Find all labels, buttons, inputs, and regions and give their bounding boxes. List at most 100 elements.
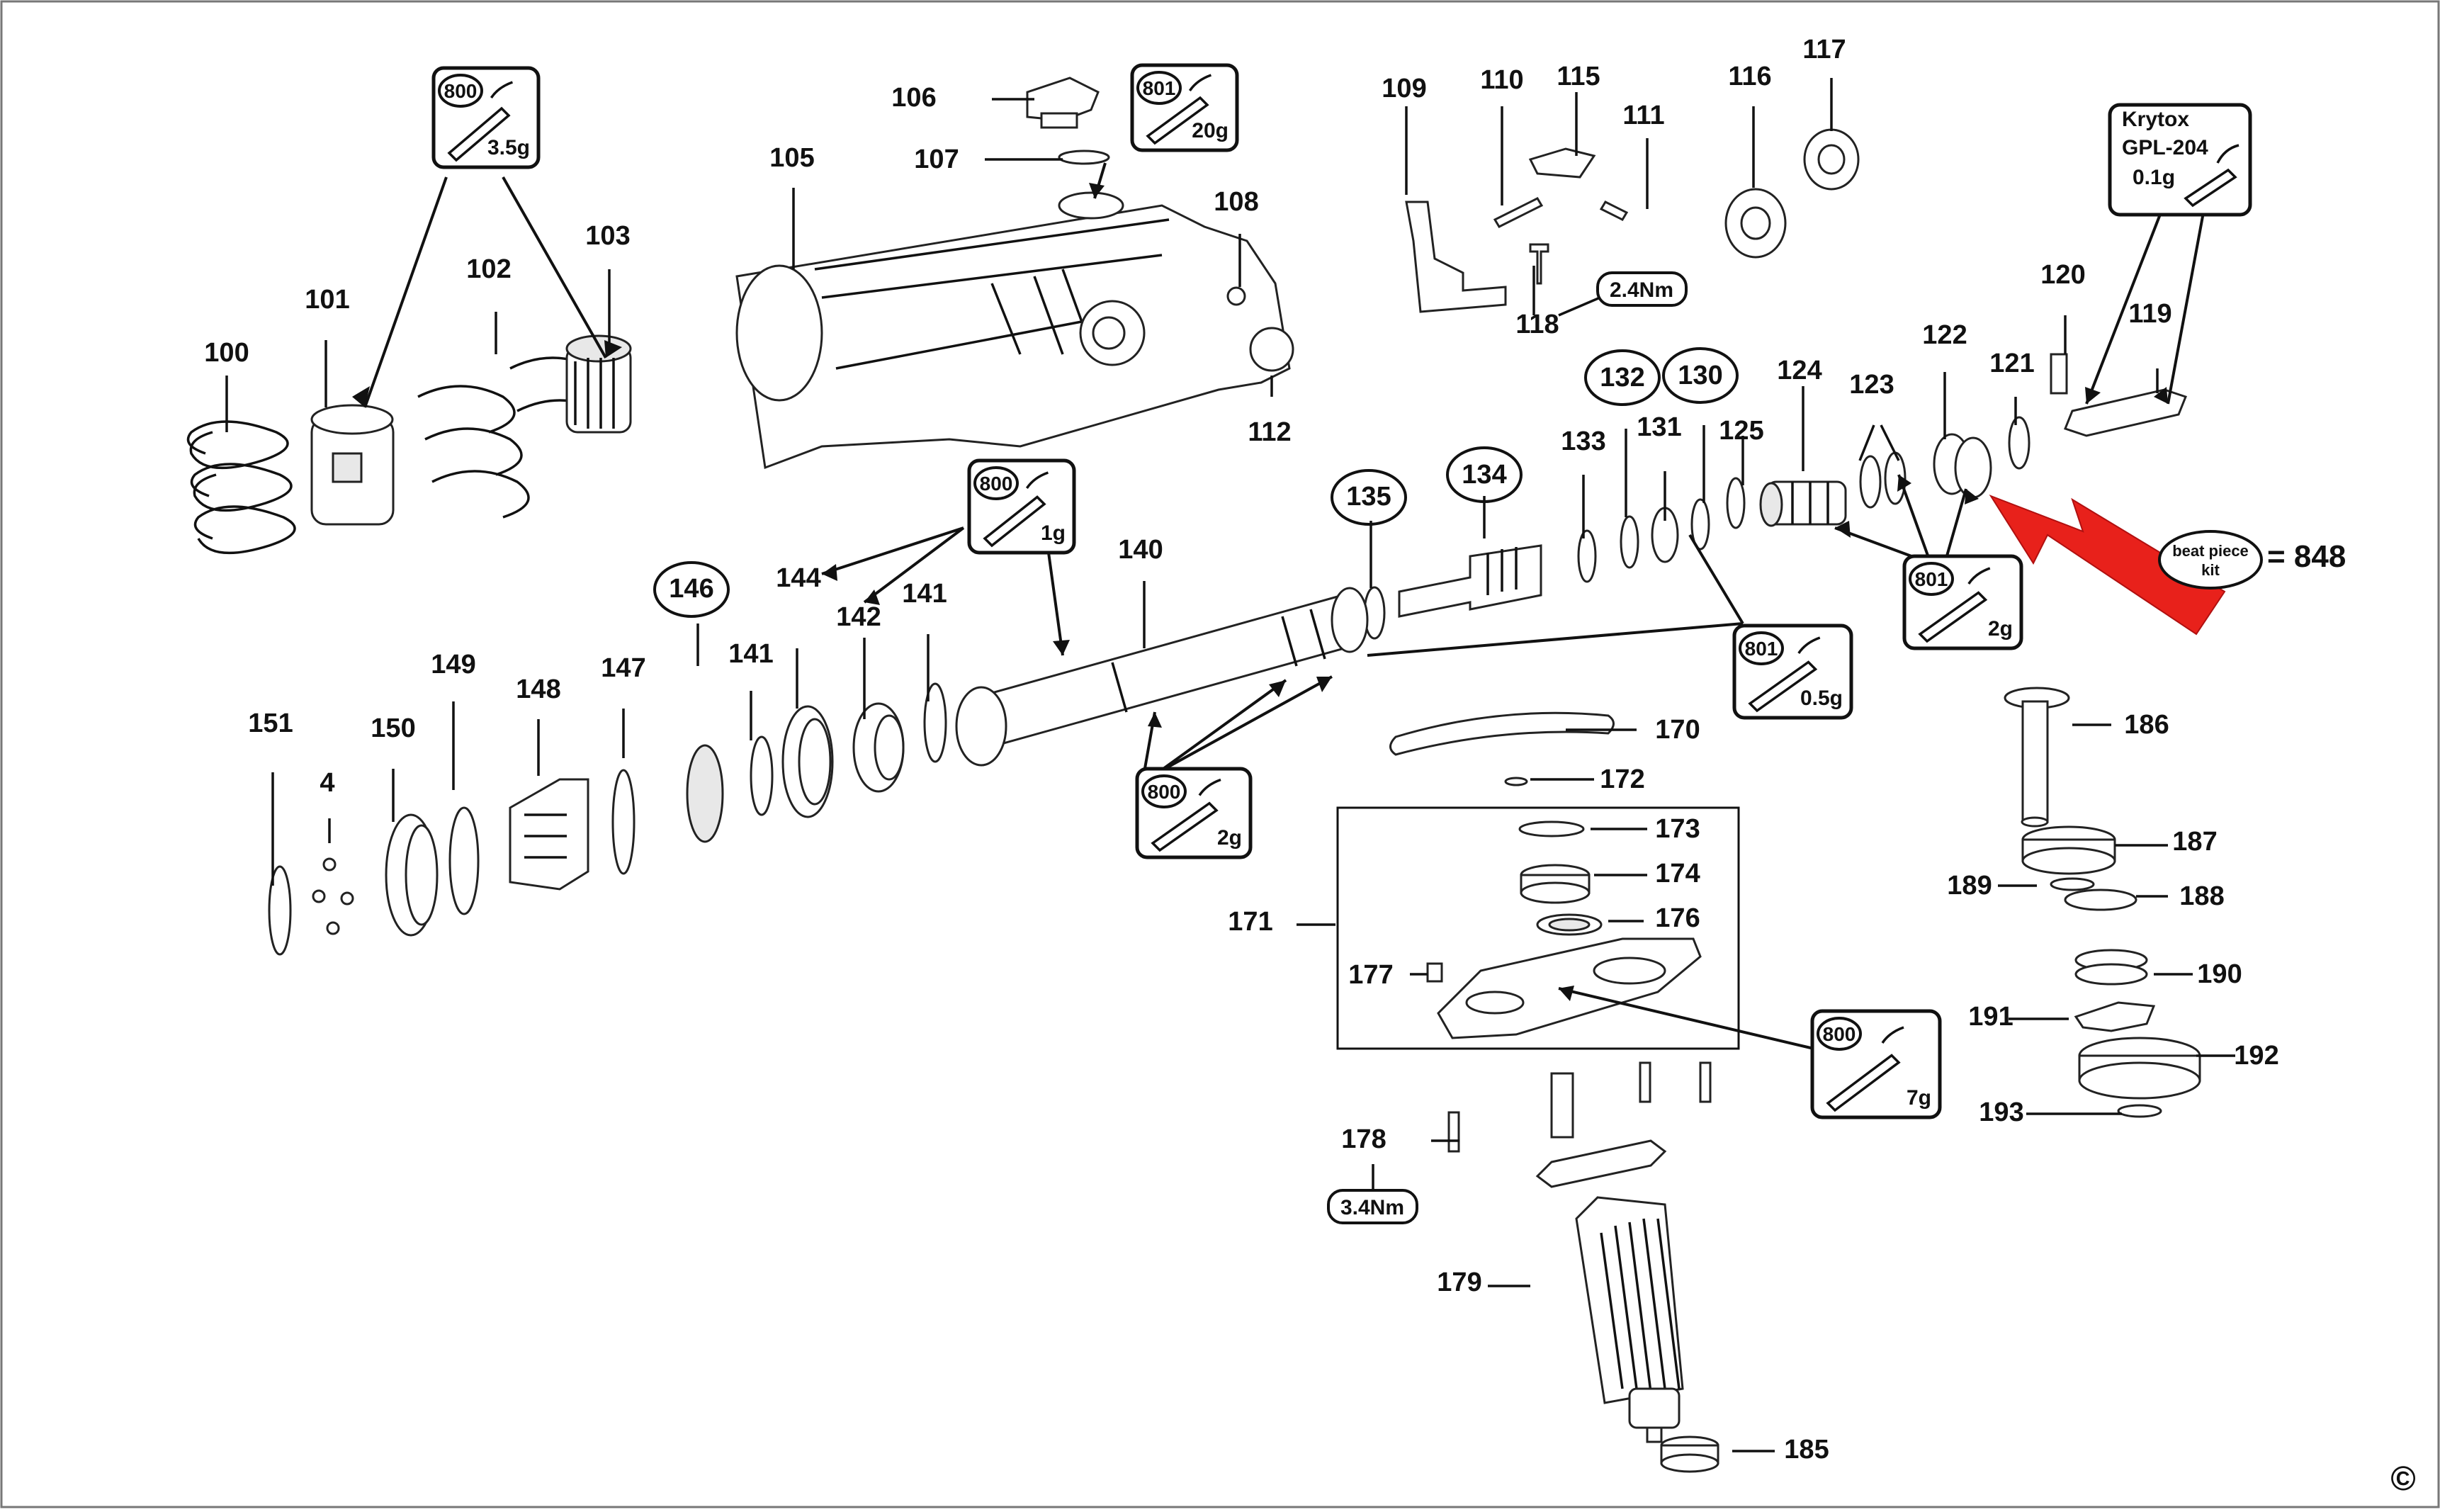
part-label-171: 171 [1228,907,1272,937]
pin-110-drawing [1493,197,1544,228]
torque-value: 3.4Nm [1340,1196,1404,1219]
grease-arrows [352,162,2205,1050]
part-label-173: 173 [1655,814,1700,844]
grease-gun-icon [1151,778,1221,852]
kit-number: = 848 [2267,539,2346,574]
bearing-185-drawing [1660,1435,1719,1473]
part-label-117: 117 [1802,35,1846,64]
gear-sleeve-103-drawing [565,334,632,434]
part-label-107: 107 [914,145,959,174]
shaft-186-drawing [2004,687,2070,828]
ring-173-drawing [1518,820,1585,837]
part-label-133: 133 [1561,427,1605,456]
part-label-190: 190 [2197,959,2242,989]
armature-179-drawing [1535,1072,1684,1443]
oring-107-drawing [1058,149,1110,165]
cap-106-drawing [1026,77,1100,129]
part-label-125: 125 [1719,416,1763,446]
bearing-176-drawing [1536,913,1603,936]
torque-label-1: 2.4Nm [1596,271,1688,307]
part-label-187: 187 [2172,827,2217,857]
part-label-149: 149 [431,650,475,679]
part-label-170: 170 [1655,715,1700,745]
part-label-103: 103 [585,221,630,251]
clutch-191-drawing [2074,1001,2156,1032]
part-label-140: 140 [1118,535,1163,565]
grease-code: 801 [1745,638,1778,660]
sleeve-122-drawing [1933,433,1992,499]
copyright-mark: © [2390,1460,2415,1498]
gear-192-drawing [2078,1037,2201,1100]
pin-120-drawing [2050,353,2068,395]
collar-150-drawing [385,813,439,937]
pin-111-drawing [1599,201,1629,221]
sleeve-101-drawing [310,404,395,526]
pin-177-drawing [1426,962,1443,983]
grease-gun-icon [1146,74,1211,145]
part-label-4: 4 [320,768,334,798]
grease-code: 800 [1823,1023,1856,1045]
part-label-151: 151 [248,709,293,738]
part-label-108: 108 [1214,187,1258,217]
kit-label-line2: kit [2201,561,2220,579]
ring-141b-drawing [750,735,774,816]
ring-189-drawing [2050,877,2095,891]
part-label-185: 185 [1784,1435,1829,1465]
part-label-116: 116 [1728,62,1771,91]
leader-lines [225,78,2235,1452]
bush-142-drawing [852,702,905,793]
part-label-106: 106 [891,83,936,113]
ring-130-drawing [1690,498,1710,551]
cylinder-140-drawing [955,587,1369,767]
krytox-callout: Krytox GPL-204 0.1g [2108,103,2252,217]
grease-amount: 0.5g [1800,687,1843,710]
part-label-179: 179 [1437,1268,1481,1297]
grease-gun-icon [447,81,513,162]
part-label-131: 131 [1637,412,1681,442]
ball-108-drawing [1226,286,1246,306]
part-label-115: 115 [1557,62,1600,91]
krytox-amount: 0.1g [2133,166,2175,189]
torque-value: 2.4Nm [1610,278,1673,302]
grease-code: 800 [980,473,1013,495]
part-label-176: 176 [1655,903,1700,933]
housing-105-drawing [735,191,1291,470]
grease-amount: 2g [1988,617,2013,641]
grease-callout-box: 800 1g [967,458,1076,555]
screw-118-drawing [1529,243,1549,285]
part-label-142: 142 [836,602,881,632]
washer-172-drawing [1504,777,1528,786]
belt-170-drawing [1389,711,1615,756]
grease-gun-icon [1918,567,1991,643]
part-label-124: 124 [1777,356,1821,385]
lever-109-drawing [1405,201,1507,313]
circled-label-markers [653,347,1739,618]
part-label-188: 188 [2179,881,2224,911]
grease-code: 800 [444,80,478,102]
part-label-123: 123 [1849,370,1894,400]
grease-amount: 3.5g [487,136,530,159]
part-label-192: 192 [2234,1041,2278,1071]
part-label-178: 178 [1341,1124,1386,1154]
bearing-187-drawing [2021,825,2116,875]
washer-193-drawing [2117,1104,2162,1118]
part-label-141: 141 [902,579,947,609]
kit-label-line1: beat piece [2172,542,2249,560]
part-label-191: 191 [1968,1002,2013,1032]
grease-gun-icon [983,471,1049,548]
ring-121-drawing [2008,416,2030,470]
krytox-name-line2: GPL-204 [2122,136,2208,159]
part-label-150: 150 [371,713,415,743]
ring-149-drawing [448,806,480,915]
part-label-135: 135 [1346,482,1391,512]
part-label-102: 102 [466,254,511,284]
grease-amount: 1g [1041,521,1066,545]
part-label-122: 122 [1922,320,1967,350]
grease-amount: 20g [1192,119,1229,142]
ring-188-drawing [2064,888,2137,911]
spring-102-drawing [417,356,608,519]
part-label-146: 146 [669,574,713,604]
part-label-109: 109 [1382,74,1426,103]
